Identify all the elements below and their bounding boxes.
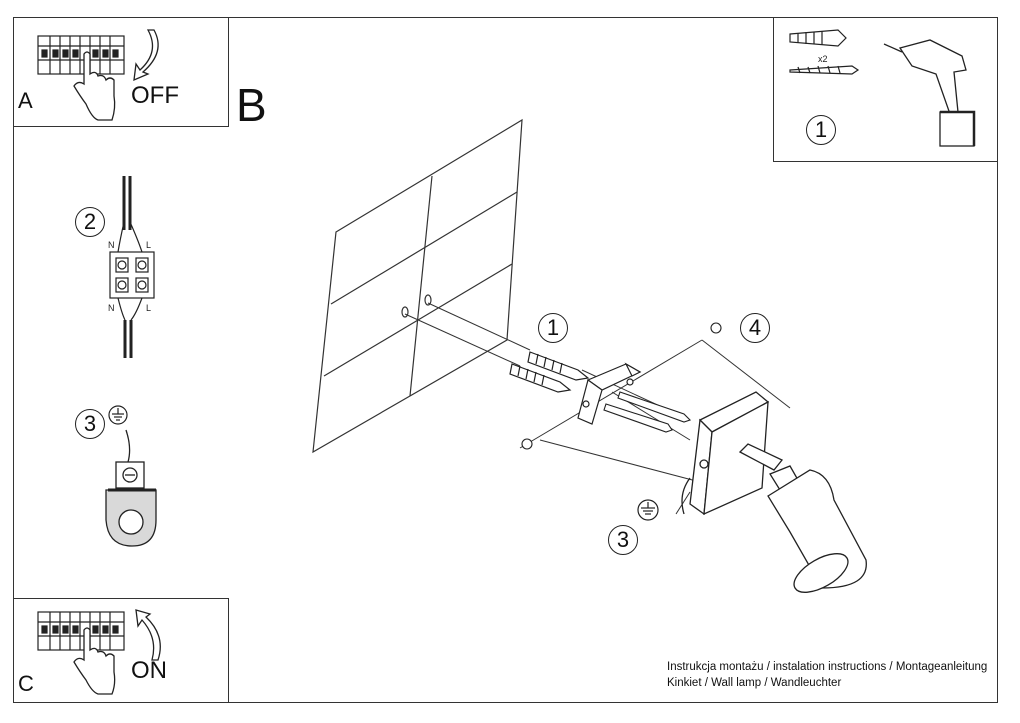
wire-label-n-bottom: N [108,303,115,313]
step-a-panel [13,17,229,127]
wire-label-n-top: N [108,240,115,250]
breaker-panel-icon [37,611,125,651]
screw-icon [789,65,860,75]
hand-icon [73,627,116,695]
terminal-block-icon [109,176,155,358]
arrow-down-icon [133,29,159,82]
breaker-panel-icon [37,35,125,75]
caption-line-2: Kinkiet / Wall lamp / Wandleuchter [667,677,842,689]
wall-plug-icon [789,29,847,47]
instruction-sheet-frame [13,17,998,703]
earth-terminal-icon [105,429,157,547]
switch-off-label: OFF [131,82,179,109]
mounting-bracket [577,362,642,425]
drill-icon [883,39,976,147]
earth-symbol-icon [108,405,128,425]
callout-wiring: 2 [75,207,105,237]
wall-plug-icon [509,351,590,393]
switch-on-label: ON [131,657,167,684]
caption: Instrukcja montażu / instalation instruc… [667,659,987,691]
wire-label-l-bottom: L [146,303,151,313]
callout-screw: 4 [740,313,770,343]
callout-drill-panel: 1 [806,115,836,145]
hand-icon [73,51,116,121]
screw-icon [521,322,722,450]
earth-symbol-icon [637,499,659,521]
wall-lamp-icon [681,391,867,593]
step-b-label: B [236,79,267,131]
wire-label-l-top: L [146,240,151,250]
quantity-label: x2 [818,54,828,64]
arrow-up-icon [135,609,161,661]
step-a-label: A [18,88,33,113]
callout-earth-lamp: 3 [608,525,638,555]
callout-dowels: 1 [538,313,568,343]
callout-earth-terminal: 3 [75,409,105,439]
wall-panel [312,118,523,454]
step-c-label: C [18,671,34,696]
caption-line-1: Instrukcja montażu / instalation instruc… [667,661,988,673]
